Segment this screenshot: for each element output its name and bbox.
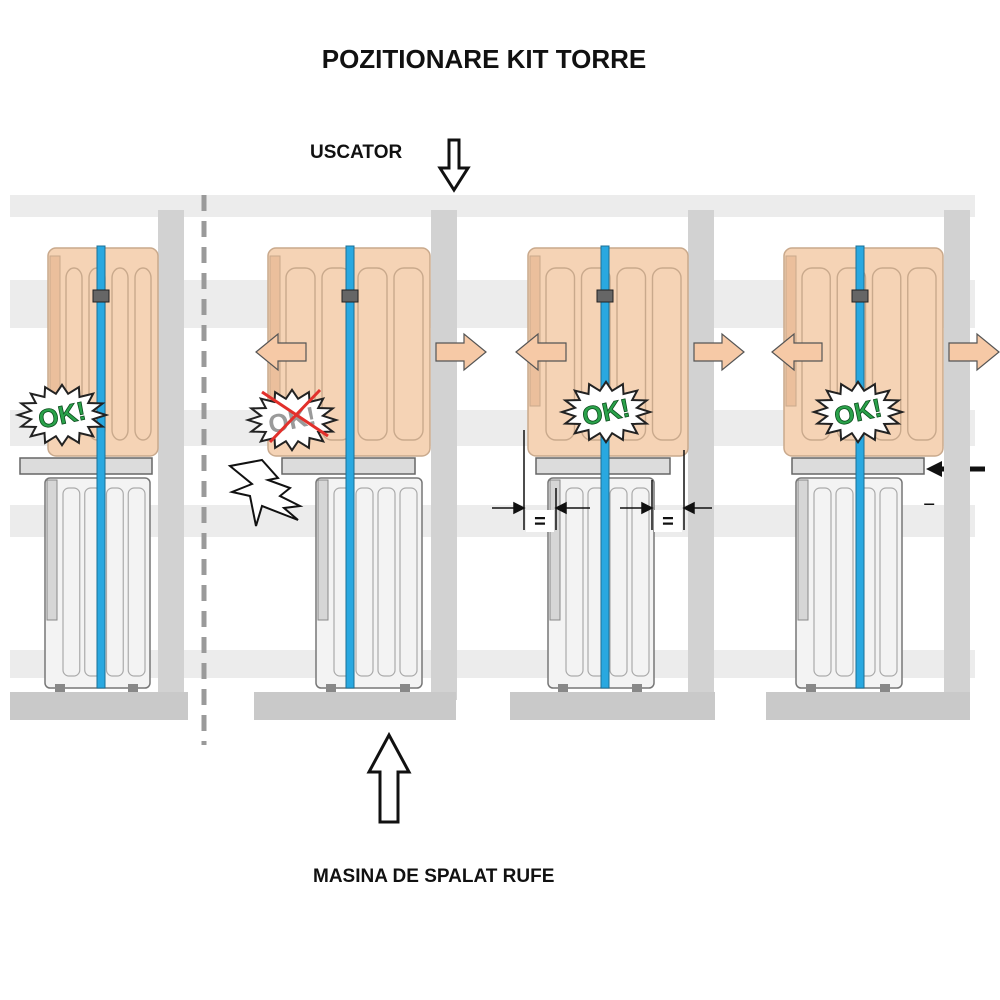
washing-machine — [315, 477, 423, 692]
arrow-left-icon — [515, 332, 567, 372]
arrow-right-icon — [435, 332, 487, 372]
wall — [158, 210, 184, 700]
floor — [10, 692, 188, 720]
washer-label: MASINA DE SPALAT RUFE — [313, 866, 555, 887]
safety-strap — [855, 245, 865, 689]
ok-badge-icon: OK! — [558, 380, 654, 444]
arrow-left-icon — [255, 332, 307, 372]
torre-shelf — [19, 457, 153, 475]
page-title: POZITIONARE KIT TORRE — [321, 44, 647, 74]
panel-2: OK! — [244, 210, 487, 720]
impact-burst-icon — [227, 458, 304, 527]
arrow-right-icon — [693, 332, 745, 372]
down-arrow-icon — [437, 138, 471, 193]
gap-measure-left — [492, 430, 590, 532]
strap-buckle-icon — [341, 289, 359, 303]
panel-3: OK! — [510, 210, 745, 720]
gap-equal-right: = — [662, 511, 674, 533]
cross-icon — [268, 388, 322, 444]
dryer-label: USCATOR — [310, 142, 403, 163]
arrow-left-icon — [771, 332, 823, 372]
strap-buckle-icon — [851, 289, 869, 303]
gap-measure-right — [620, 450, 712, 532]
ok-badge-icon: OK! — [14, 383, 110, 447]
floor — [510, 692, 715, 720]
arrow-right-icon — [948, 332, 1000, 372]
wall — [431, 210, 457, 700]
panel-1: OK! — [10, 210, 188, 720]
strap-buckle-icon — [596, 289, 614, 303]
gap-equal-left: = — [534, 511, 546, 533]
up-arrow-icon — [366, 731, 412, 824]
wall — [944, 210, 970, 700]
panel-4: OK! — [766, 210, 1000, 720]
safety-strap — [96, 245, 106, 689]
wall — [688, 210, 714, 700]
floor — [254, 692, 456, 720]
ok-badge-icon: OK! — [810, 380, 906, 444]
strap-buckle-icon — [92, 289, 110, 303]
safety-strap — [600, 245, 610, 689]
safety-strap — [345, 245, 355, 689]
floor — [766, 692, 970, 720]
washing-machine — [795, 477, 903, 692]
